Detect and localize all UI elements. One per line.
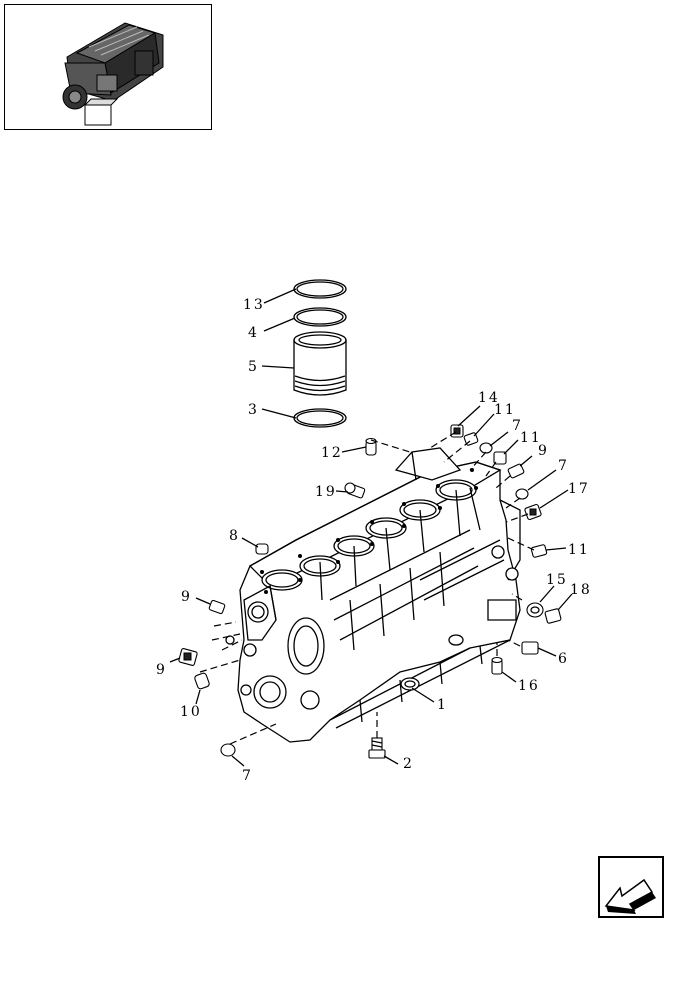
plug-11c <box>530 544 548 558</box>
plug-14 <box>450 424 464 438</box>
callout-1: 1 <box>437 697 448 713</box>
middle-seal-ring <box>293 307 347 327</box>
bolt-2 <box>368 737 386 759</box>
plug-9b <box>208 599 226 615</box>
cup-plug-7c <box>220 743 236 757</box>
callout-7c: 7 <box>242 768 253 784</box>
callout-9a: 9 <box>538 443 549 459</box>
callout-2: 2 <box>403 756 414 772</box>
callout-7b: 7 <box>558 458 569 474</box>
callout-10: 10 <box>180 704 202 720</box>
cup-plug-7a <box>479 442 493 454</box>
cylinder-block <box>225 447 521 743</box>
plug-6 <box>521 641 539 655</box>
callout-14: 14 <box>478 390 500 406</box>
cup-plug-8 <box>255 543 269 555</box>
plug-17 <box>524 503 542 521</box>
engine-thumbnail-icon <box>62 22 164 126</box>
callout-17: 17 <box>568 481 590 497</box>
callout-19: 19 <box>315 484 337 500</box>
callout-18: 18 <box>570 582 592 598</box>
callout-5: 5 <box>248 359 259 375</box>
callout-11a: 11 <box>494 402 516 418</box>
callout-labels: 13 4 5 3 12 19 14 11 7 11 9 7 17 11 8 9 … <box>156 297 592 784</box>
plug-18 <box>544 608 562 624</box>
dowel-10 <box>194 672 210 690</box>
lower-seal-ring <box>293 408 347 428</box>
callout-9c: 9 <box>156 662 167 678</box>
back-navigation-button[interactable] <box>598 856 664 918</box>
leader-lines <box>169 288 573 767</box>
upper-seal-ring <box>293 279 347 299</box>
callout-11b: 11 <box>520 430 542 446</box>
ring-15 <box>526 602 544 618</box>
callout-15: 15 <box>546 572 568 588</box>
back-arrow-icon <box>604 878 656 914</box>
callout-7a: 7 <box>512 418 523 434</box>
plug-19 <box>344 482 366 499</box>
callout-6: 6 <box>558 651 569 667</box>
plug-9a <box>507 463 525 479</box>
cup-plug-7b <box>515 488 529 500</box>
sleeve-16 <box>491 656 503 675</box>
callout-4: 4 <box>248 325 259 341</box>
dowel-pin-12 <box>365 437 377 456</box>
callout-13: 13 <box>243 297 265 313</box>
callout-12: 12 <box>321 445 343 461</box>
callout-9b: 9 <box>181 589 192 605</box>
cylinder-liner <box>293 331 347 396</box>
callout-8: 8 <box>229 528 240 544</box>
callout-16: 16 <box>518 678 540 694</box>
alignment-lines <box>199 431 535 745</box>
callout-3: 3 <box>248 402 259 418</box>
callout-11c: 11 <box>568 542 590 558</box>
plug-11b <box>493 451 507 465</box>
plug-9c <box>178 648 198 666</box>
engine-thumbnail <box>4 4 212 130</box>
